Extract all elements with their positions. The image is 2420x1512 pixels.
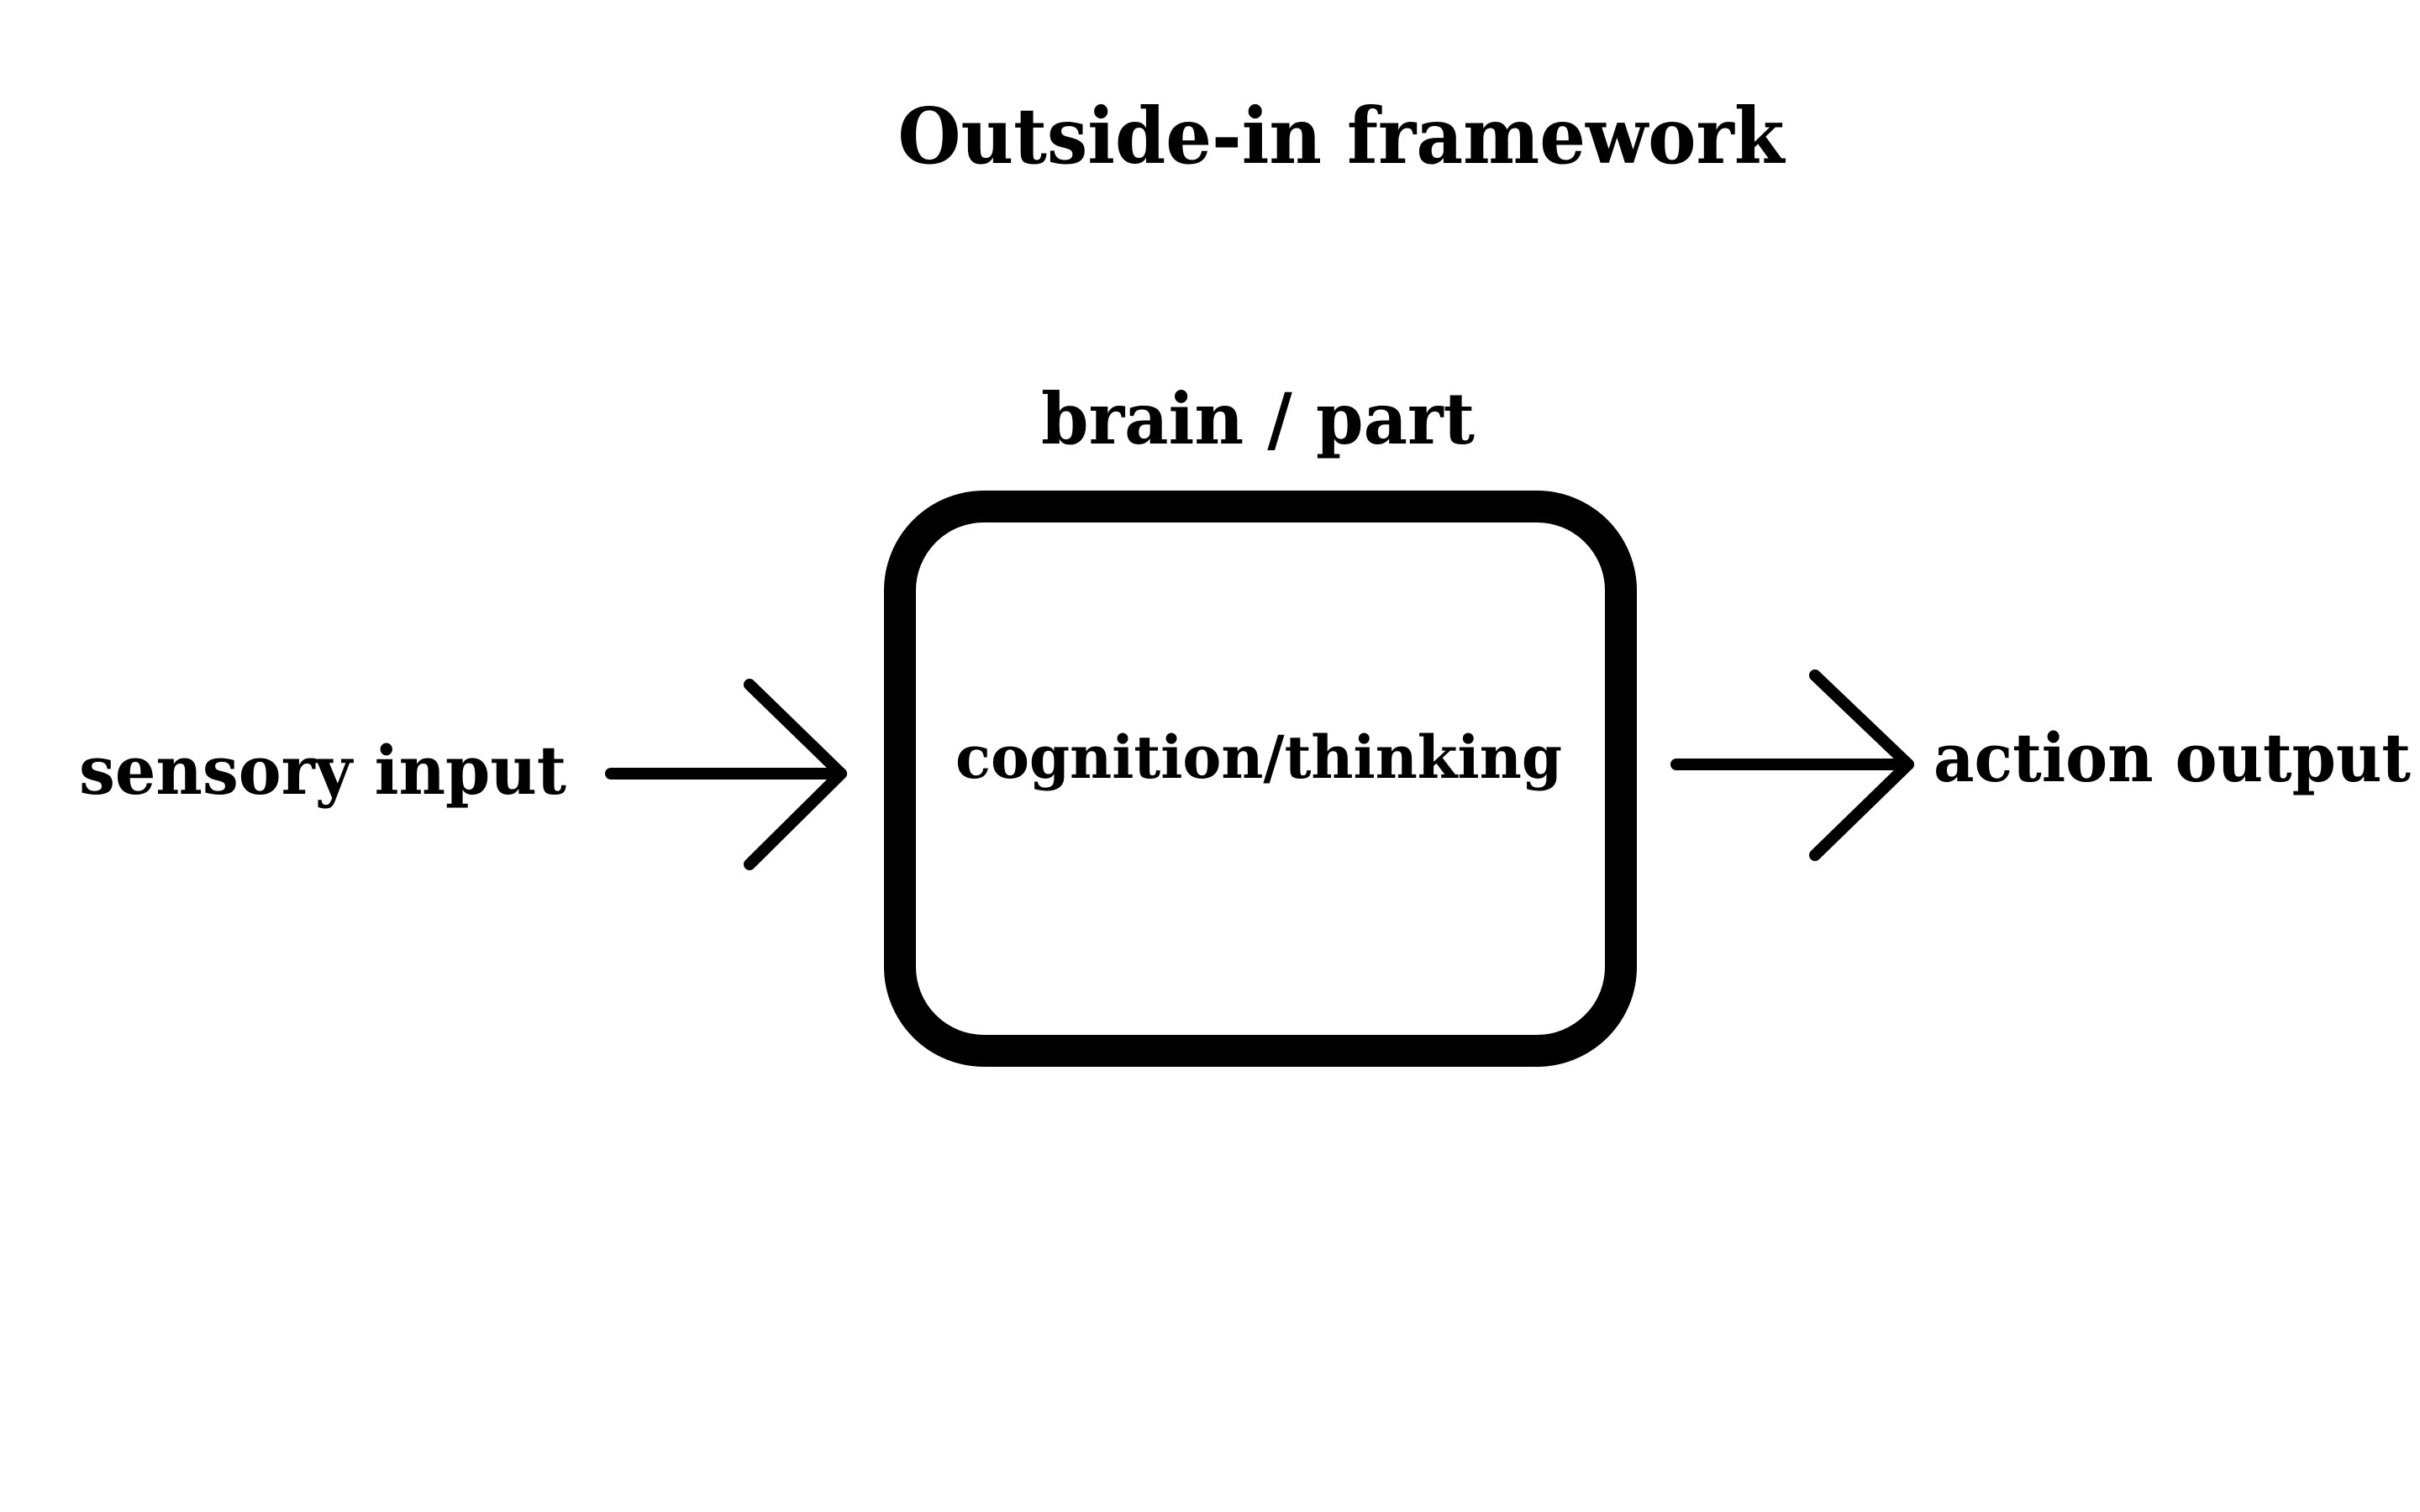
- action-output-label: action output: [1933, 718, 2411, 797]
- cognition-thinking-label: cognition/thinking: [955, 722, 1562, 792]
- box-heading: brain / part: [1041, 377, 1475, 460]
- arrow-right-icon: [605, 679, 847, 870]
- sensory-input-label: sensory input: [79, 731, 566, 810]
- diagram-title: Outside-in framework: [898, 91, 1786, 181]
- brain-part-box: [884, 491, 1637, 1067]
- arrow-right-icon: [1670, 669, 1914, 861]
